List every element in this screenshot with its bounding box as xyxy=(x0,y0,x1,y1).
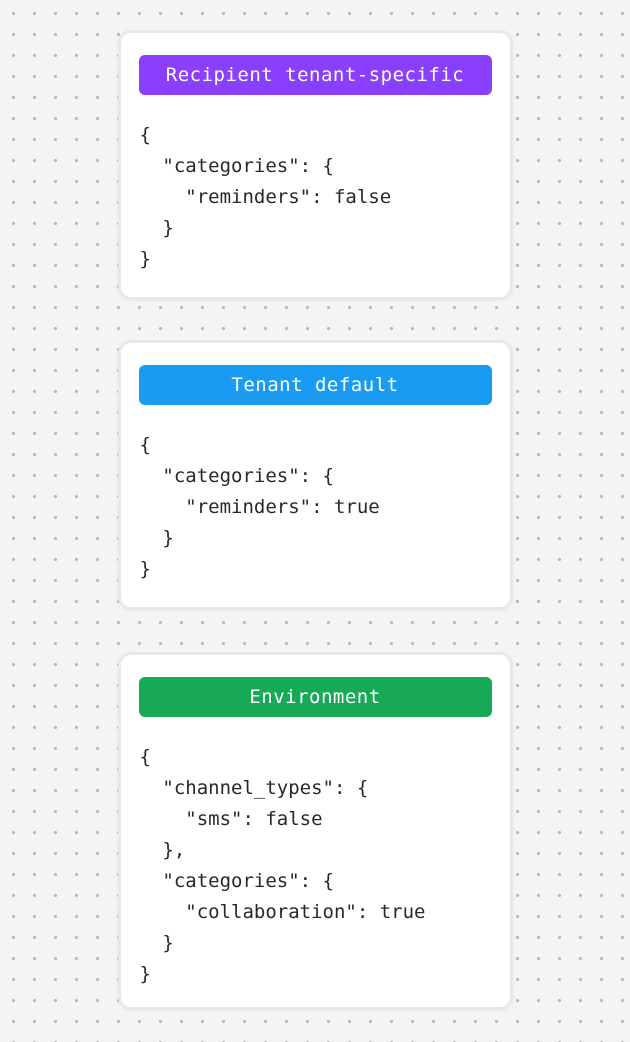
badge-label: Recipient tenant-specific xyxy=(165,64,465,86)
json-code-block: { "channel_types": { "sms": false }, "ca… xyxy=(139,746,426,985)
badge-environment: Environment xyxy=(138,677,492,717)
card-recipient-tenant-specific: Recipient tenant-specific { "categories"… xyxy=(117,30,513,300)
json-code-block: { "categories": { "reminders": false } } xyxy=(139,124,392,270)
badge-recipient-tenant-specific: Recipient tenant-specific xyxy=(138,55,492,95)
card-tenant-default: Tenant default { "categories": { "remind… xyxy=(117,340,513,610)
badge-label: Tenant default xyxy=(231,374,399,396)
badge-tenant-default: Tenant default xyxy=(138,365,492,405)
json-code-block: { "categories": { "reminders": true } } xyxy=(139,434,380,580)
badge-label: Environment xyxy=(249,686,381,708)
card-environment: Environment { "channel_types": { "sms": … xyxy=(117,652,513,1010)
